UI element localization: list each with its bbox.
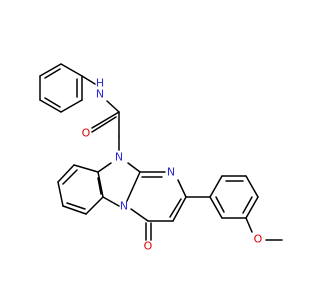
- bond: [130, 208, 149, 222]
- bond: [97, 171, 104, 198]
- bond-double-inner: [91, 116, 117, 133]
- bond: [60, 63, 83, 77]
- bond: [97, 162, 112, 173]
- bond: [39, 99, 62, 113]
- bond: [172, 196, 187, 222]
- bond: [245, 196, 259, 219]
- bond: [106, 100, 120, 113]
- molecule-structure-diagram: N H O N N N O O: [39, 63, 283, 253]
- bond: [177, 179, 187, 198]
- atom-label-layer: N H O N N N O O: [82, 77, 263, 253]
- bond: [209, 196, 223, 219]
- bond: [57, 164, 75, 183]
- bond: [57, 181, 64, 207]
- ring-nitrogen-bridge-label: N: [120, 200, 128, 213]
- bond-layer: [39, 63, 283, 241]
- bond: [209, 175, 223, 198]
- amide-oxygen-label: O: [82, 127, 91, 140]
- bond: [127, 162, 141, 173]
- bond-double-inner: [169, 198, 182, 218]
- bond-double-inner: [97, 177, 102, 195]
- amide-hydrogen-label: H: [96, 77, 104, 90]
- bond: [91, 111, 120, 129]
- ring-nitrogen-n10-label: N: [115, 151, 123, 164]
- bond: [62, 205, 87, 215]
- bond: [245, 217, 253, 233]
- bond-double-inner: [215, 196, 225, 213]
- amide-nitrogen-label: N: [96, 88, 104, 101]
- bond: [102, 196, 120, 207]
- ring-oxygen-label: O: [144, 240, 153, 253]
- methoxy-oxygen-label: O: [254, 233, 263, 246]
- amide-nitrogen-atom: N H: [96, 77, 104, 101]
- bond: [73, 164, 99, 173]
- bond-double-inner: [44, 68, 61, 79]
- bond: [39, 63, 62, 77]
- bond-double-inner: [62, 169, 78, 185]
- bond: [126, 171, 141, 202]
- bond-double-inner: [242, 196, 253, 214]
- bond-double-inner: [66, 202, 86, 210]
- bond: [85, 196, 104, 215]
- bond: [81, 75, 96, 85]
- bond: [245, 175, 259, 198]
- ring-nitrogen-n1-label: N: [167, 166, 175, 179]
- bond-double-inner: [44, 97, 61, 108]
- bond: [60, 99, 83, 113]
